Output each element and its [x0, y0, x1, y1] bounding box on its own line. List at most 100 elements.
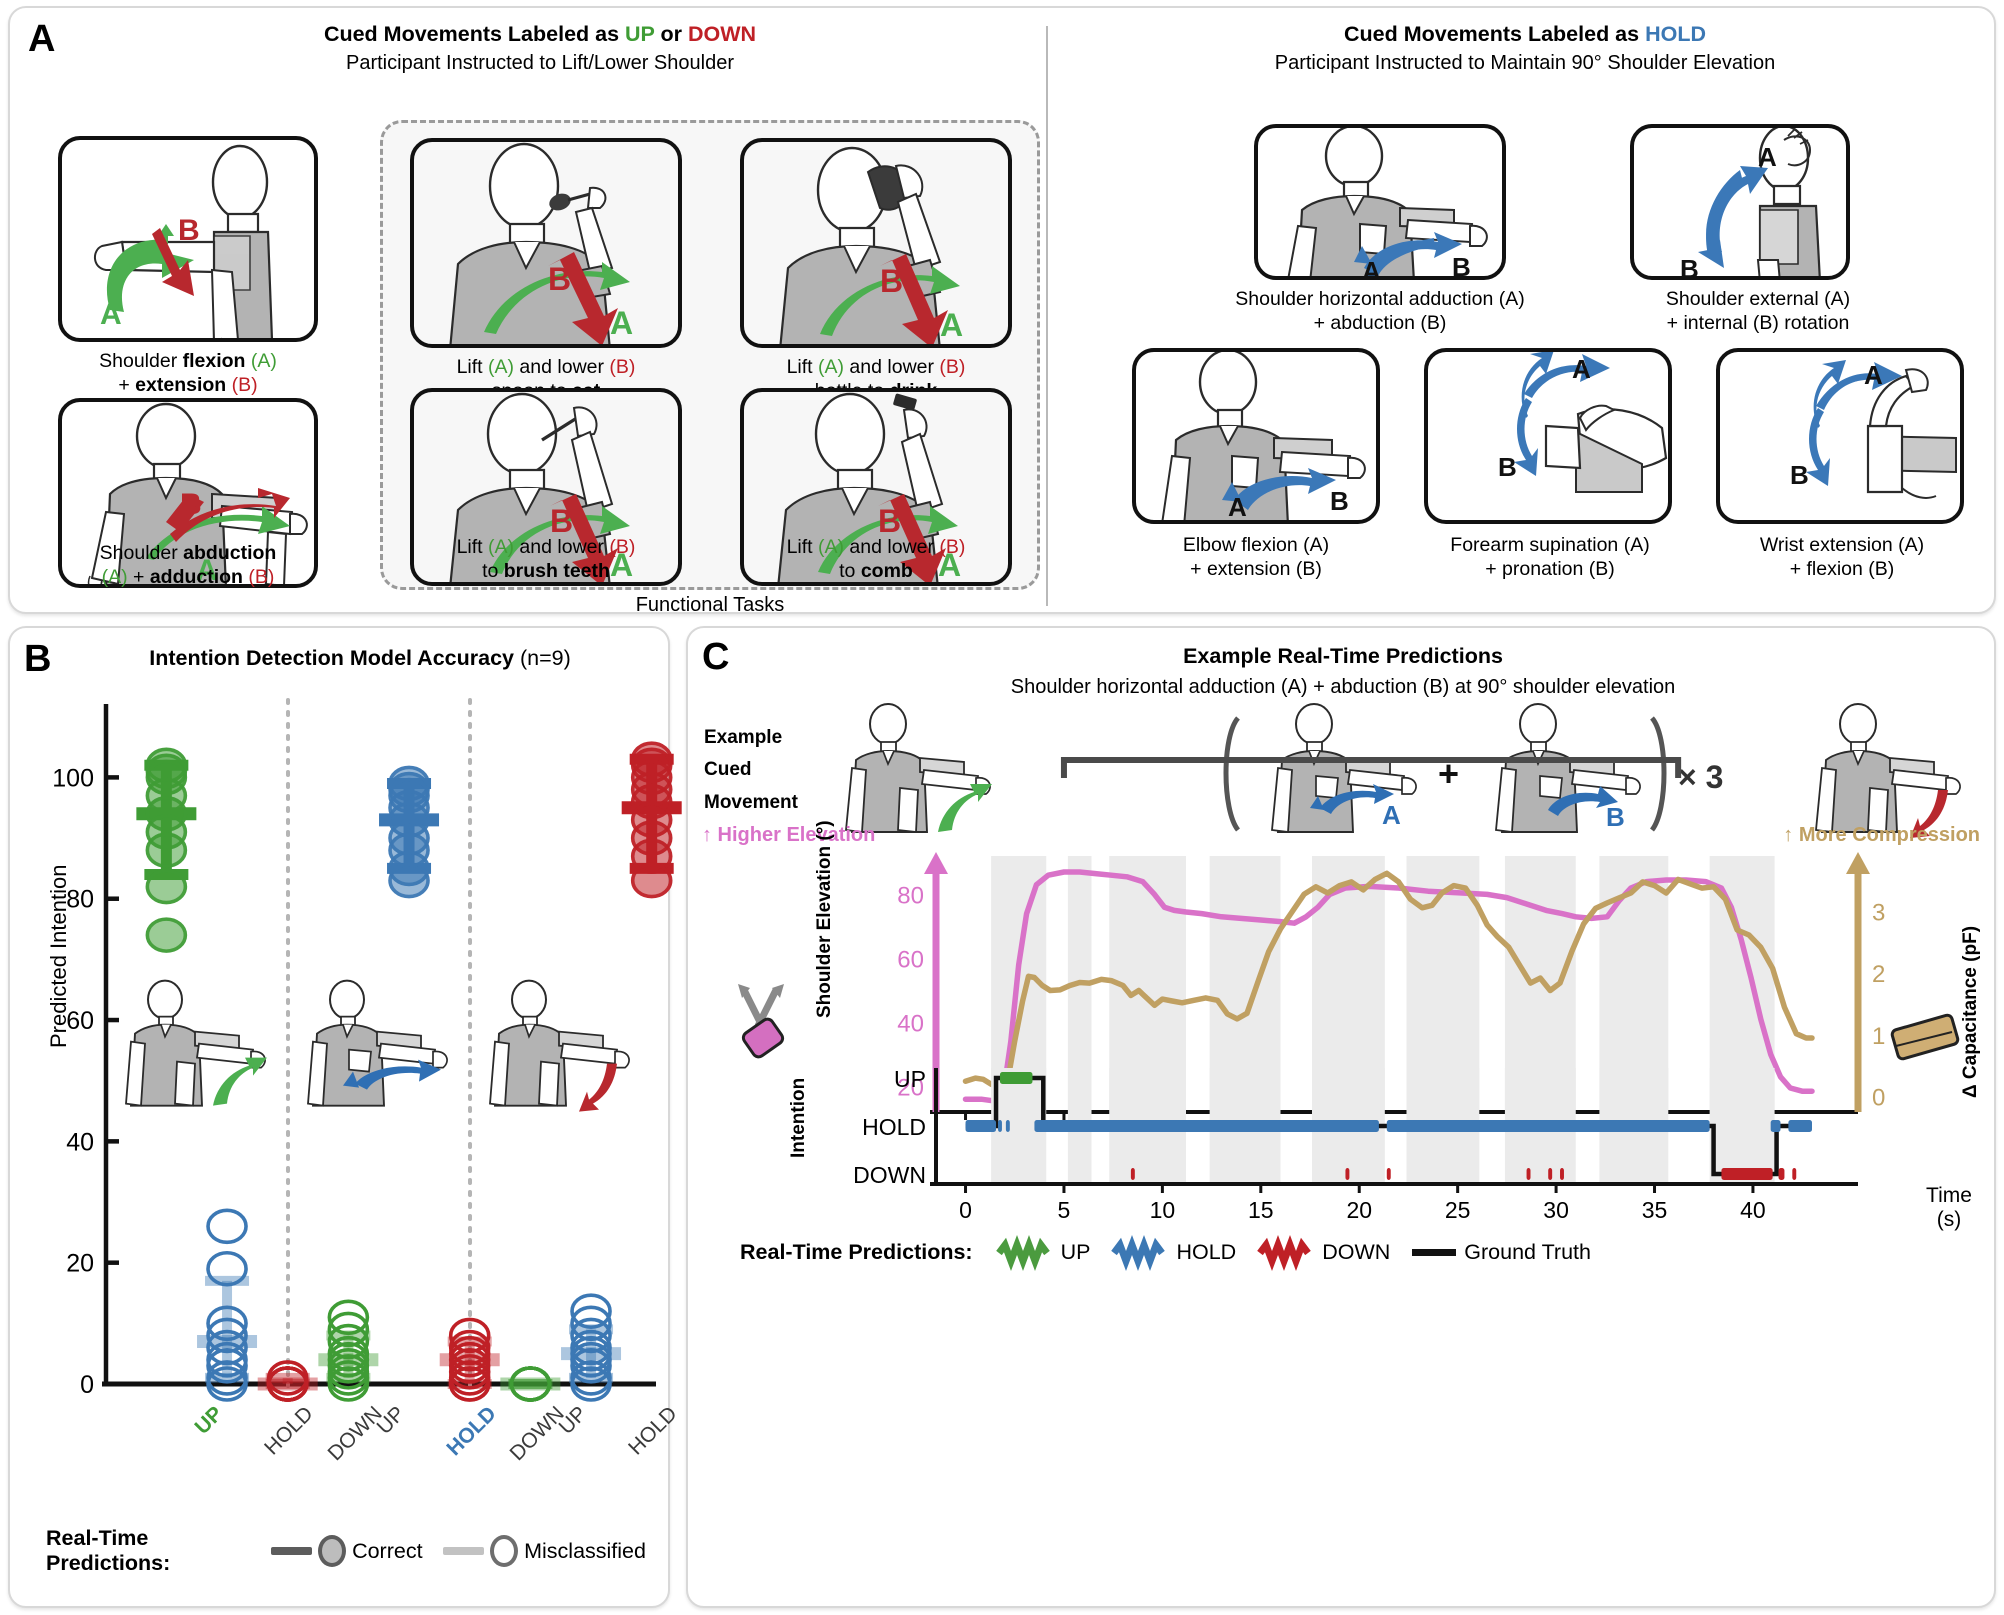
illustration-bottle-to-drink: A B: [740, 138, 1012, 348]
example-cued-line3: Movement: [704, 791, 798, 813]
svg-text:0: 0: [80, 1371, 94, 1399]
svg-text:80: 80: [66, 886, 94, 914]
svg-text:60: 60: [66, 1007, 94, 1035]
svg-text:10: 10: [1150, 1197, 1176, 1223]
svg-text:100: 100: [52, 764, 94, 792]
legend-misclassified-bar: [442, 1547, 485, 1555]
svg-text:B: B: [1330, 486, 1349, 516]
svg-text:B: B: [180, 488, 202, 521]
svg-text:40: 40: [1740, 1197, 1766, 1223]
panel-c: C Example Real-Time Predictions Shoulder…: [686, 626, 1996, 1608]
legend-misclassified-marker: [490, 1535, 519, 1567]
repeat-times-3: × 3: [1678, 759, 1723, 795]
panel-c-legend: Real-Time Predictions: UP HOLD DOWN Grou…: [740, 1234, 1980, 1271]
caption-shoulder-external-internal-rotation: Shoulder external (A) + internal (B) rot…: [1665, 288, 1851, 334]
svg-text:2: 2: [1872, 961, 1885, 988]
svg-text:A: A: [610, 547, 633, 583]
panel-b-letter: B: [24, 638, 52, 680]
illustration-shoulder-abduction-adduction: A B: [58, 398, 318, 588]
legend-ground-truth-marker: [1412, 1249, 1457, 1256]
svg-text:B: B: [1790, 460, 1809, 490]
svg-text:A: A: [1572, 354, 1591, 384]
caption-brush-teeth: Lift (A) and lower (B) to brush teeth: [456, 536, 636, 582]
svg-text:A: A: [1382, 800, 1401, 830]
panel-b-legend: Real-Time Predictions: Correct Misclassi…: [46, 1526, 646, 1576]
svg-text:1: 1: [1872, 1023, 1885, 1050]
svg-text:20: 20: [897, 1074, 924, 1101]
left-title-prefix: Cued Movements Labeled as: [323, 22, 626, 46]
panel-a-right-header: Cued Movements Labeled as HOLD Participa…: [1060, 22, 1990, 75]
panel-c-legend-up-label: UP: [1060, 1240, 1091, 1264]
example-cued-line2: Cued: [704, 759, 752, 781]
illustration-elbow-flexion-extension: A B: [1132, 348, 1380, 524]
panel-a-right-title: Cued Movements Labeled as HOLD: [1060, 22, 1990, 47]
caption-comb: Lift (A) and lower (B) to comb: [786, 536, 966, 582]
svg-text:A: A: [196, 554, 218, 587]
illustration-brush-teeth: A B: [410, 388, 682, 586]
svg-text:B: B: [1452, 252, 1471, 280]
caption-elbow-flexion-extension: Elbow flexion (A) + extension (B): [1182, 534, 1330, 580]
example-cued-movement-label: Example Cued Movement: [704, 722, 824, 819]
svg-text:5: 5: [1058, 1197, 1071, 1223]
illustration-forearm-supination-pronation: A B: [1424, 348, 1672, 524]
panel-c-intention-ylabel: Intention: [788, 1077, 809, 1158]
plus-sign: +: [1438, 753, 1459, 794]
panel-c-title: Example Real-Time Predictions: [1183, 644, 1503, 668]
panel-a-left-header: Cued Movements Labeled as UP or DOWN Par…: [40, 22, 1040, 75]
panel-c-subtitle: Shoulder horizontal adduction (A) + abdu…: [1010, 676, 1676, 698]
svg-text:DOWN: DOWN: [853, 1162, 926, 1188]
capacitive-sensor-icon: [1890, 1013, 1960, 1061]
svg-text:B: B: [550, 503, 573, 539]
caption-forearm-supination-pronation: Forearm supination (A) + pronation (B): [1450, 534, 1650, 580]
left-title-up: UP: [625, 22, 655, 46]
panel-c-xlabel: Time (s): [1918, 1184, 1980, 1232]
panel-b-title: Intention Detection Model Accuracy (n=9): [70, 646, 650, 671]
legend-down-marker: [1257, 1234, 1312, 1271]
legend-correct-bar: [270, 1547, 313, 1555]
illustration-shoulder-external-internal-rotation: A B: [1630, 124, 1850, 280]
right-title-prefix: Cued Movements Labeled as: [1343, 22, 1646, 46]
panel-a-left-title: Cued Movements Labeled as UP or DOWN: [40, 22, 1040, 47]
svg-text:A: A: [940, 307, 963, 343]
panel-a-left-subtitle: Participant Instructed to Lift/Lower Sho…: [346, 52, 734, 74]
svg-text:B: B: [1680, 254, 1699, 280]
illustration-comb: A B: [740, 388, 1012, 586]
panel-c-right-ylabel: Δ Capacitance (pF): [1960, 925, 1981, 1098]
svg-text:B: B: [880, 263, 903, 299]
svg-text:0: 0: [1872, 1085, 1885, 1112]
panel-b-legend-prefix: Real-Time Predictions:: [46, 1526, 171, 1575]
panel-c-xlabel-text: Time: [1926, 1184, 1972, 1207]
illustration-spoon-to-eat: A B: [410, 138, 682, 348]
svg-text:A: A: [100, 298, 122, 331]
panel-b-legend-misclassified-label: Misclassified: [524, 1538, 646, 1563]
svg-text:B: B: [1498, 452, 1517, 482]
caption-wrist-extension-flexion: Wrist extension (A) + flexion (B): [1759, 534, 1925, 580]
svg-text:HOLD: HOLD: [862, 1114, 926, 1140]
panel-b-title-main: Intention Detection Model Accuracy: [149, 646, 514, 670]
svg-text:B: B: [178, 214, 200, 247]
svg-text:20: 20: [66, 1250, 94, 1278]
panel-a-divider: [1046, 26, 1048, 606]
panel-a-right-subtitle: Participant Instructed to Maintain 90° S…: [1274, 52, 1776, 74]
svg-text:80: 80: [897, 882, 924, 909]
svg-text:60: 60: [897, 946, 924, 973]
legend-correct-marker: [318, 1535, 347, 1567]
svg-text:3: 3: [1872, 900, 1885, 927]
svg-text:35: 35: [1642, 1197, 1668, 1223]
panel-c-legend-ground-truth-label: Ground Truth: [1464, 1240, 1591, 1264]
panel-b-legend-correct-label: Correct: [352, 1538, 423, 1563]
illustration-shoulder-flexion-extension: A B: [58, 136, 318, 342]
caption-shoulder-flexion-extension: Shoulder flexion (A) + extension (B): [99, 350, 277, 396]
caption-shoulder-abduction-adduction-text: Shoulder abduction (A) + adduction (B): [99, 542, 277, 588]
svg-text:25: 25: [1445, 1197, 1471, 1223]
panel-c-left-ylabel: Shoulder Elevation (°): [814, 820, 835, 1018]
panel-c-legend-prefix: Real-Time Predictions:: [740, 1240, 973, 1264]
svg-text:A: A: [1228, 492, 1247, 522]
higher-elevation-note: ↑ Higher Elevation: [702, 824, 876, 846]
functional-tasks-label: Functional Tasks: [635, 594, 785, 616]
legend-up-marker: [995, 1234, 1050, 1271]
panel-c-letter: C: [702, 636, 730, 678]
panel-b-title-n: (n=9): [514, 646, 571, 670]
svg-text:30: 30: [1543, 1197, 1569, 1223]
panel-c-legend-down-label: DOWN: [1322, 1240, 1391, 1264]
